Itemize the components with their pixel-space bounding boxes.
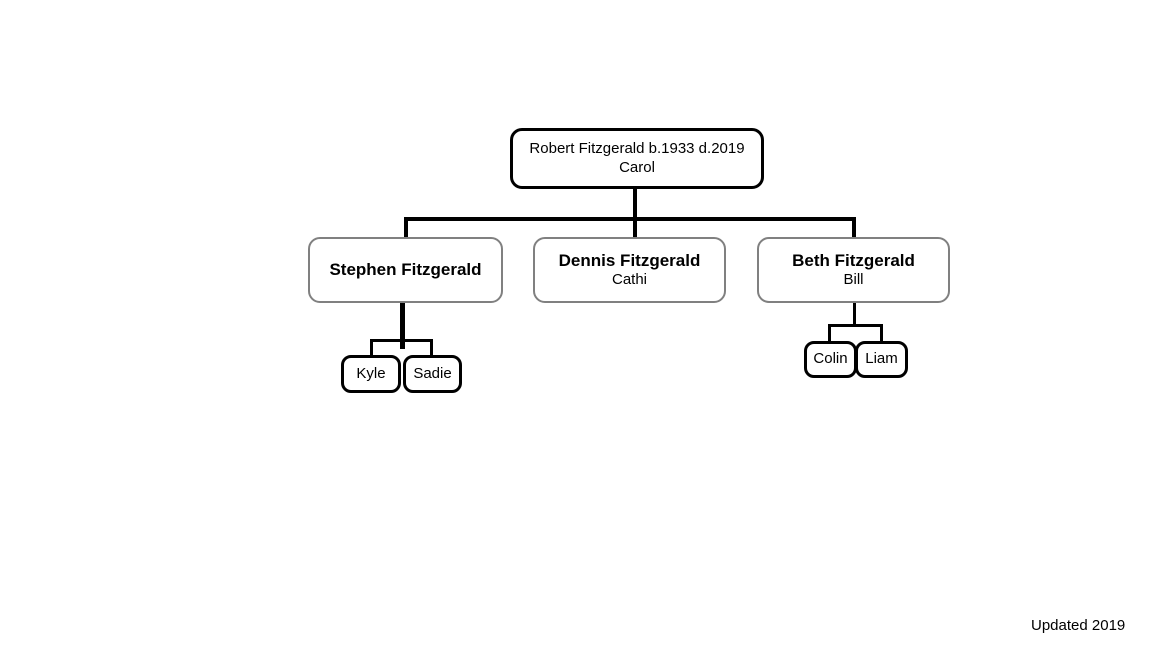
node-liam[interactable]: Liam — [855, 341, 908, 378]
connector-drop-dennis — [633, 217, 637, 238]
node-stephen-fitzgerald[interactable]: Stephen Fitzgerald — [308, 237, 503, 303]
node-spouse: Cathi — [611, 271, 648, 289]
connector-beth-bus — [828, 324, 883, 327]
node-beth-fitzgerald[interactable]: Beth Fitzgerald Bill — [757, 237, 950, 303]
connector-stephen-stem — [400, 302, 405, 349]
connector-beth-stem — [853, 302, 856, 326]
connector-drop-beth — [852, 217, 856, 238]
connector-drop-liam — [880, 324, 883, 342]
node-name: Stephen Fitzgerald — [329, 260, 482, 280]
node-name: Colin — [813, 350, 848, 368]
node-sadie[interactable]: Sadie — [403, 355, 462, 393]
node-robert-fitzgerald[interactable]: Robert Fitzgerald b.1933 d.2019 Carol — [510, 128, 764, 189]
connector-stephen-bus — [370, 339, 433, 342]
node-name: Liam — [865, 350, 898, 368]
node-dennis-fitzgerald[interactable]: Dennis Fitzgerald Cathi — [533, 237, 726, 303]
node-kyle[interactable]: Kyle — [341, 355, 401, 393]
node-name: Beth Fitzgerald — [792, 251, 915, 270]
node-name: Dennis Fitzgerald — [558, 251, 701, 270]
node-name: Robert Fitzgerald b.1933 d.2019 — [529, 139, 745, 157]
connector-drop-kyle — [370, 339, 373, 357]
node-spouse: Carol — [619, 158, 655, 176]
connector-children-bus — [404, 217, 856, 221]
connector-drop-stephen — [404, 217, 408, 238]
connector-root-stem — [633, 188, 637, 221]
node-spouse: Bill — [843, 271, 864, 289]
updated-label: Updated 2019 — [1031, 617, 1126, 634]
connector-drop-sadie — [430, 339, 433, 357]
node-name: Kyle — [356, 364, 386, 382]
connector-drop-colin — [828, 324, 831, 342]
node-name: Sadie — [413, 364, 452, 382]
node-colin[interactable]: Colin — [804, 341, 857, 378]
